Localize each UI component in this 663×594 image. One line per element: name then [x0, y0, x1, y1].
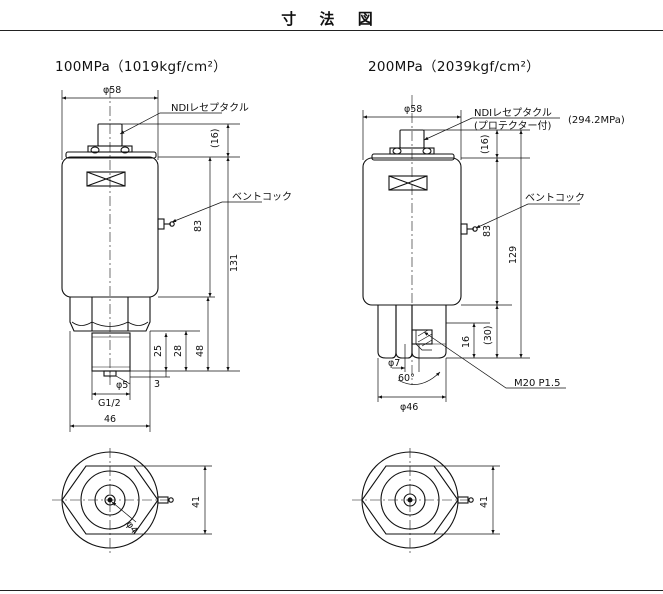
left-dim-top-dia: φ58 [103, 85, 121, 96]
left-dim-thread-length: 25 [153, 345, 164, 357]
left-front-view [61, 88, 175, 385]
left-dim-bottom-41: 41 [191, 496, 202, 508]
right-dim-cone-angle: 60° [398, 373, 415, 384]
left-vent-cock-label: ベントコック [232, 191, 292, 203]
left-bottom-dims [111, 465, 212, 535]
right-receptacle-pressure: (294.2MPa) [568, 115, 625, 126]
left-dim-total-height: 131 [229, 254, 240, 272]
right-dimension-text: φ58 (16) 83 129 (30) 16 φ7 60° φ46 [388, 104, 519, 413]
right-model-title: 200MPa（2039kgf/cm²） [368, 59, 540, 75]
left-dim-cap-height: (16) [210, 128, 221, 148]
left-receptacle-label: NDIレセプタクル [171, 102, 249, 114]
left-dim-bottom-dia: φ4 [124, 519, 140, 535]
right-thread-label: M20 P1.5 [514, 378, 560, 389]
right-dim-body-height: 83 [482, 225, 493, 237]
page-rule-bottom [0, 590, 663, 591]
right-dimension-lines [362, 110, 580, 402]
right-dim-top-dia: φ58 [404, 104, 422, 115]
right-dim-port-dia: φ7 [388, 358, 400, 369]
left-dim-thread: G1/2 [98, 398, 121, 409]
left-dim-body-height: 83 [193, 220, 204, 232]
right-dim-port-depth: 16 [461, 336, 472, 348]
left-dimension-lines [61, 90, 262, 432]
left-dim-thread-end: 3 [154, 379, 160, 390]
left-dim-port-dia: φ5 [116, 380, 128, 391]
right-dim-base-dia: φ46 [400, 402, 418, 413]
right-dim-cap-height: (16) [480, 134, 491, 154]
left-dim-across-flats: 46 [104, 414, 116, 425]
left-bottom-view [52, 448, 174, 555]
right-receptacle-label: NDIレセプタクル [474, 107, 552, 119]
title-rule-top [0, 30, 663, 31]
page-title: 寸 法 図 [281, 10, 382, 28]
left-dimension-text: φ58 (16) 83 131 48 28 25 3 φ5 G1/2 46 [98, 85, 240, 425]
right-bottom-view [352, 448, 474, 555]
left-dim-hex-section: 28 [173, 345, 184, 357]
right-port-hatch [417, 329, 433, 347]
right-dim-bottom-41: 41 [479, 496, 490, 508]
right-dim-total-height: 129 [508, 246, 519, 264]
right-front-view [362, 95, 478, 385]
right-bottom-dims [434, 465, 500, 535]
right-dim-lower-height: (30) [483, 325, 494, 345]
left-model-title: 100MPa（1019kgf/cm²） [55, 59, 227, 75]
right-receptacle-note: (プロテクター付) [474, 119, 552, 132]
left-dim-hex-height: 48 [195, 345, 206, 357]
right-vent-cock-label: ベントコック [525, 192, 585, 204]
